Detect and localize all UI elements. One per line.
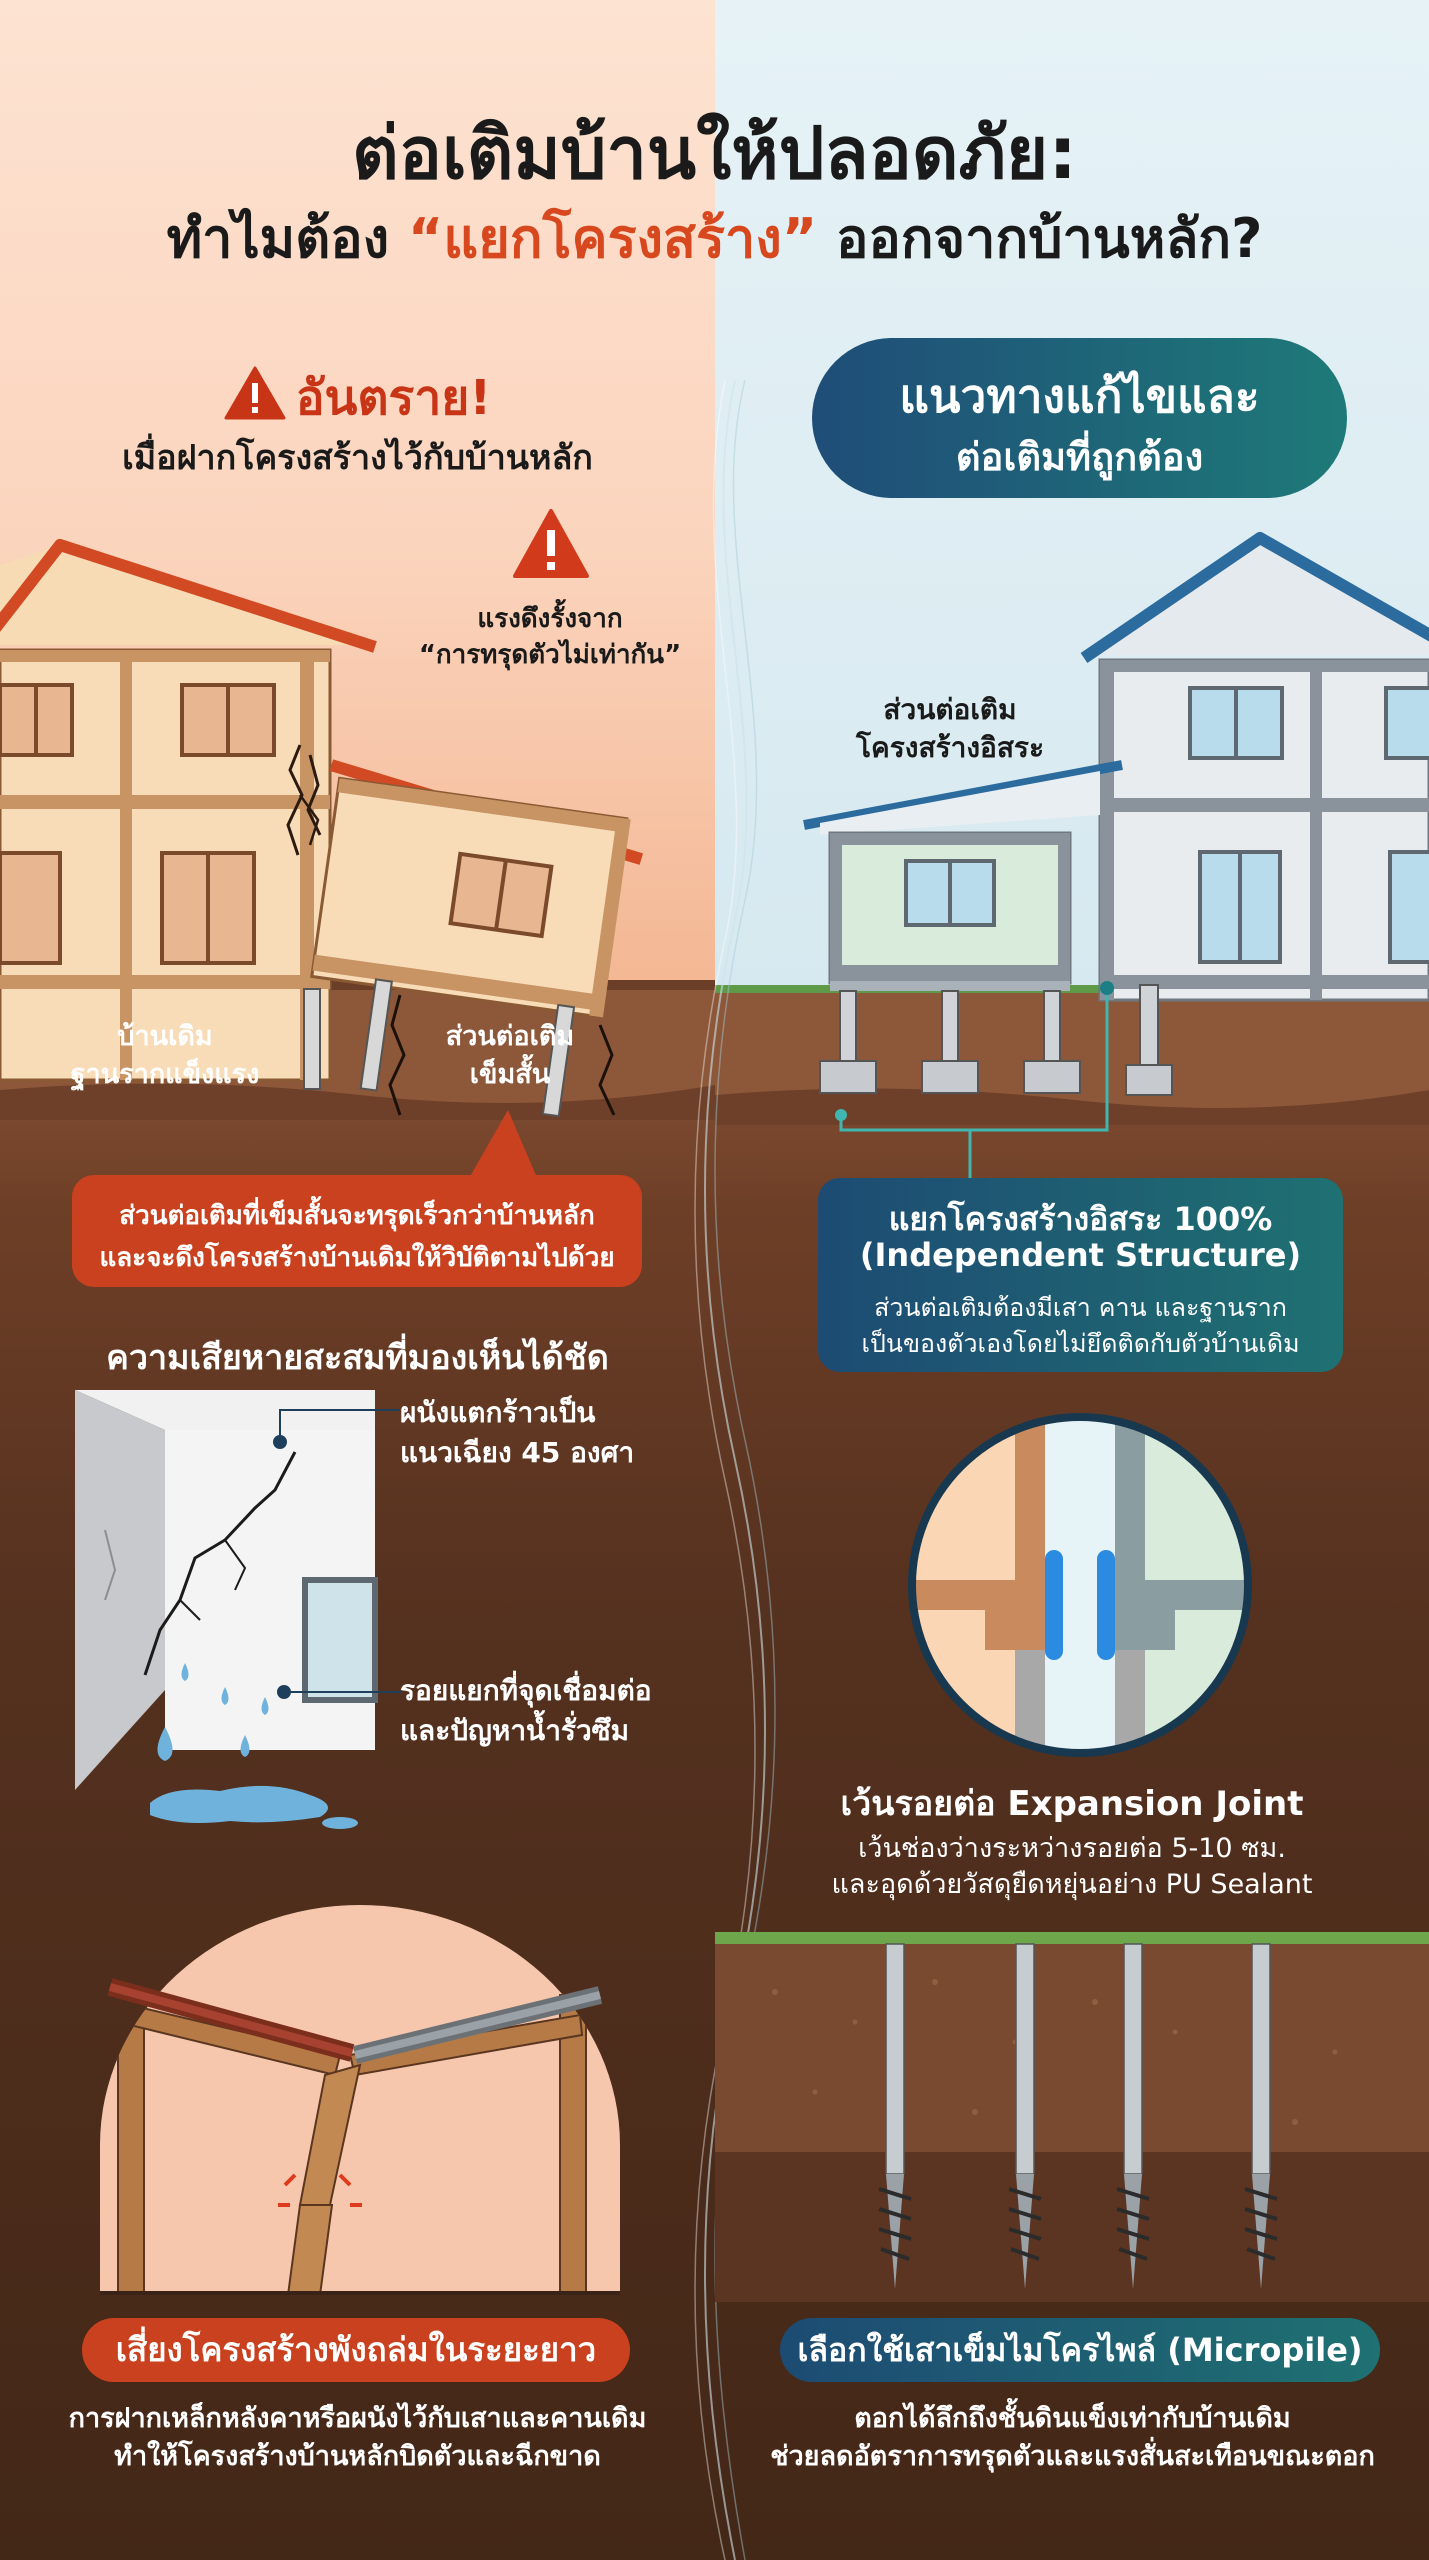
- collapse-text-line2: ทำให้โครงสร้างบ้านหลักบิดตัวและฉีกขาด: [114, 2441, 601, 2472]
- solution-callout-line4: เป็นของตัวเองโดยไม่ยึดติดกับตัวบ้านเดิม: [861, 1329, 1300, 1358]
- solution-callout-line1: แยกโครงสร้างอิสระ 100%: [888, 1200, 1273, 1238]
- micropile-text-line1: ตอกได้ลึกถึงชั้นดินแข็งเท่ากับบ้านเดิม: [854, 2403, 1291, 2434]
- callout-pointer: [468, 1110, 538, 1180]
- expansion-joint-line2: และอุดด้วยวัสดุยืดหยุ่นอย่าง PU Sealant: [831, 1869, 1313, 1900]
- old-house-illustration: [0, 539, 377, 1090]
- leak-text-line1: รอยแยกที่จุดเชื่อมต่อ: [400, 1674, 652, 1707]
- water-leak-illustration: [150, 1663, 358, 1829]
- collapse-text-line1: การฝากเหล็กหลังคาหรือผนังไว้กับเสาและคาน…: [68, 2403, 647, 2434]
- crack-text-line2: แนวเฉียง 45 องศา: [400, 1436, 635, 1469]
- collapse-risk-pill: เสี่ยงโครงสร้างพังถล่มในระยะยาว: [82, 2318, 630, 2382]
- danger-callout: ส่วนต่อเติมที่เข็มสั้นจะทรุดเร็วกว่าบ้าน…: [72, 1175, 642, 1287]
- ground-right: [715, 985, 1429, 1125]
- solution-callout-line3: ส่วนต่อเติมต้องมีเสา คาน และฐานราก: [874, 1293, 1287, 1322]
- warning-triangle-icon: [224, 366, 286, 420]
- danger-callout-line2: และจะดึงโครงสร้างบ้านเดิมให้วิบัติตามไปด…: [99, 1243, 615, 1273]
- solution-callout-line2: (Independent Structure): [859, 1236, 1302, 1274]
- page-title: ต่อเติมบ้านให้ปลอดภัย:: [351, 111, 1078, 195]
- independent-extension-label-line1: ส่วนต่อเติม: [883, 693, 1017, 726]
- danger-title-text: อันตราย!: [295, 370, 492, 426]
- solution-callout: แยกโครงสร้างอิสระ 100% (Independent Stru…: [818, 1178, 1343, 1372]
- expansion-joint-line1: เว้นช่องว่างระหว่างรอยต่อ 5-10 ซม.: [858, 1833, 1286, 1864]
- main-house-illustration: [1080, 532, 1429, 1002]
- main-house-pile: [1125, 984, 1173, 1096]
- callout-dot: [277, 1685, 401, 1699]
- independent-extension-illustration: [803, 760, 1123, 1094]
- collapse-illustration: [100, 1905, 620, 2295]
- solution-heading-line2: ต่อเติมที่ถูกต้อง: [955, 435, 1204, 479]
- micropile-text-line2: ช่วยลดอัตราการทรุดตัวและแรงสั่นสะเทือนขณ…: [770, 2441, 1375, 2472]
- page-subtitle: ทำไมต้อง “แยกโครงสร้าง” ออกจากบ้านหลัก?: [0, 195, 1429, 281]
- crack-text-line1: ผนังแตกร้าวเป็น: [400, 1396, 596, 1429]
- extension-label-line1: ส่วนต่อเติม: [445, 1021, 575, 1052]
- callout-dot: [273, 1409, 400, 1449]
- micropile-shafts: [878, 1943, 1278, 2289]
- solution-heading: แนวทางแก้ไขและ ต่อเติมที่ถูกต้อง: [812, 338, 1347, 498]
- leak-text-line2: และปัญหาน้ำรั่วซึม: [400, 1714, 630, 1747]
- cracked-wall-illustration: [75, 1390, 378, 1790]
- extension-label-line2: เข็มสั้น: [469, 1059, 551, 1090]
- danger-title: อันตราย!: [0, 360, 715, 436]
- danger-subtitle: เมื่อฝากโครงสร้างไว้กับบ้านหลัก: [122, 438, 593, 478]
- expansion-joint-illustration: [908, 1413, 1252, 1757]
- expansion-joint-title: เว้นรอยต่อ Expansion Joint: [840, 1784, 1304, 1824]
- subtitle-highlight: “แยกโครงสร้าง”: [407, 207, 818, 270]
- micropile-illustration: [715, 1932, 1429, 2302]
- short-pile-extension-illustration: [306, 754, 644, 1118]
- old-house-label-line1: บ้านเดิม: [117, 1021, 213, 1052]
- danger-callout-line1: ส่วนต่อเติมที่เข็มสั้นจะทรุดเร็วกว่าบ้าน…: [119, 1201, 595, 1231]
- warning-triangle-icon: [513, 509, 589, 578]
- solution-heading-line1: แนวทางแก้ไขและ: [899, 369, 1260, 423]
- subtitle-suffix: ออกจากบ้านหลัก?: [817, 207, 1263, 270]
- damage-title: ความเสียหายสะสมที่มองเห็นได้ชัด: [106, 1338, 609, 1378]
- subtitle-prefix: ทำไมต้อง: [166, 207, 408, 270]
- micropile-pill: เลือกใช้เสาเข็มไมโครไพล์ (Micropile): [780, 2318, 1380, 2382]
- callout-connector: [835, 981, 1114, 1180]
- warning-text-line2: “การทรุดตัวไม่เท่ากัน”: [418, 640, 682, 670]
- old-house-label-line2: ฐานรากแข็งแรง: [70, 1059, 260, 1090]
- independent-extension-label-line2: โครงสร้างอิสระ: [856, 731, 1044, 764]
- warning-text-line1: แรงดึงรั้งจาก: [477, 604, 623, 634]
